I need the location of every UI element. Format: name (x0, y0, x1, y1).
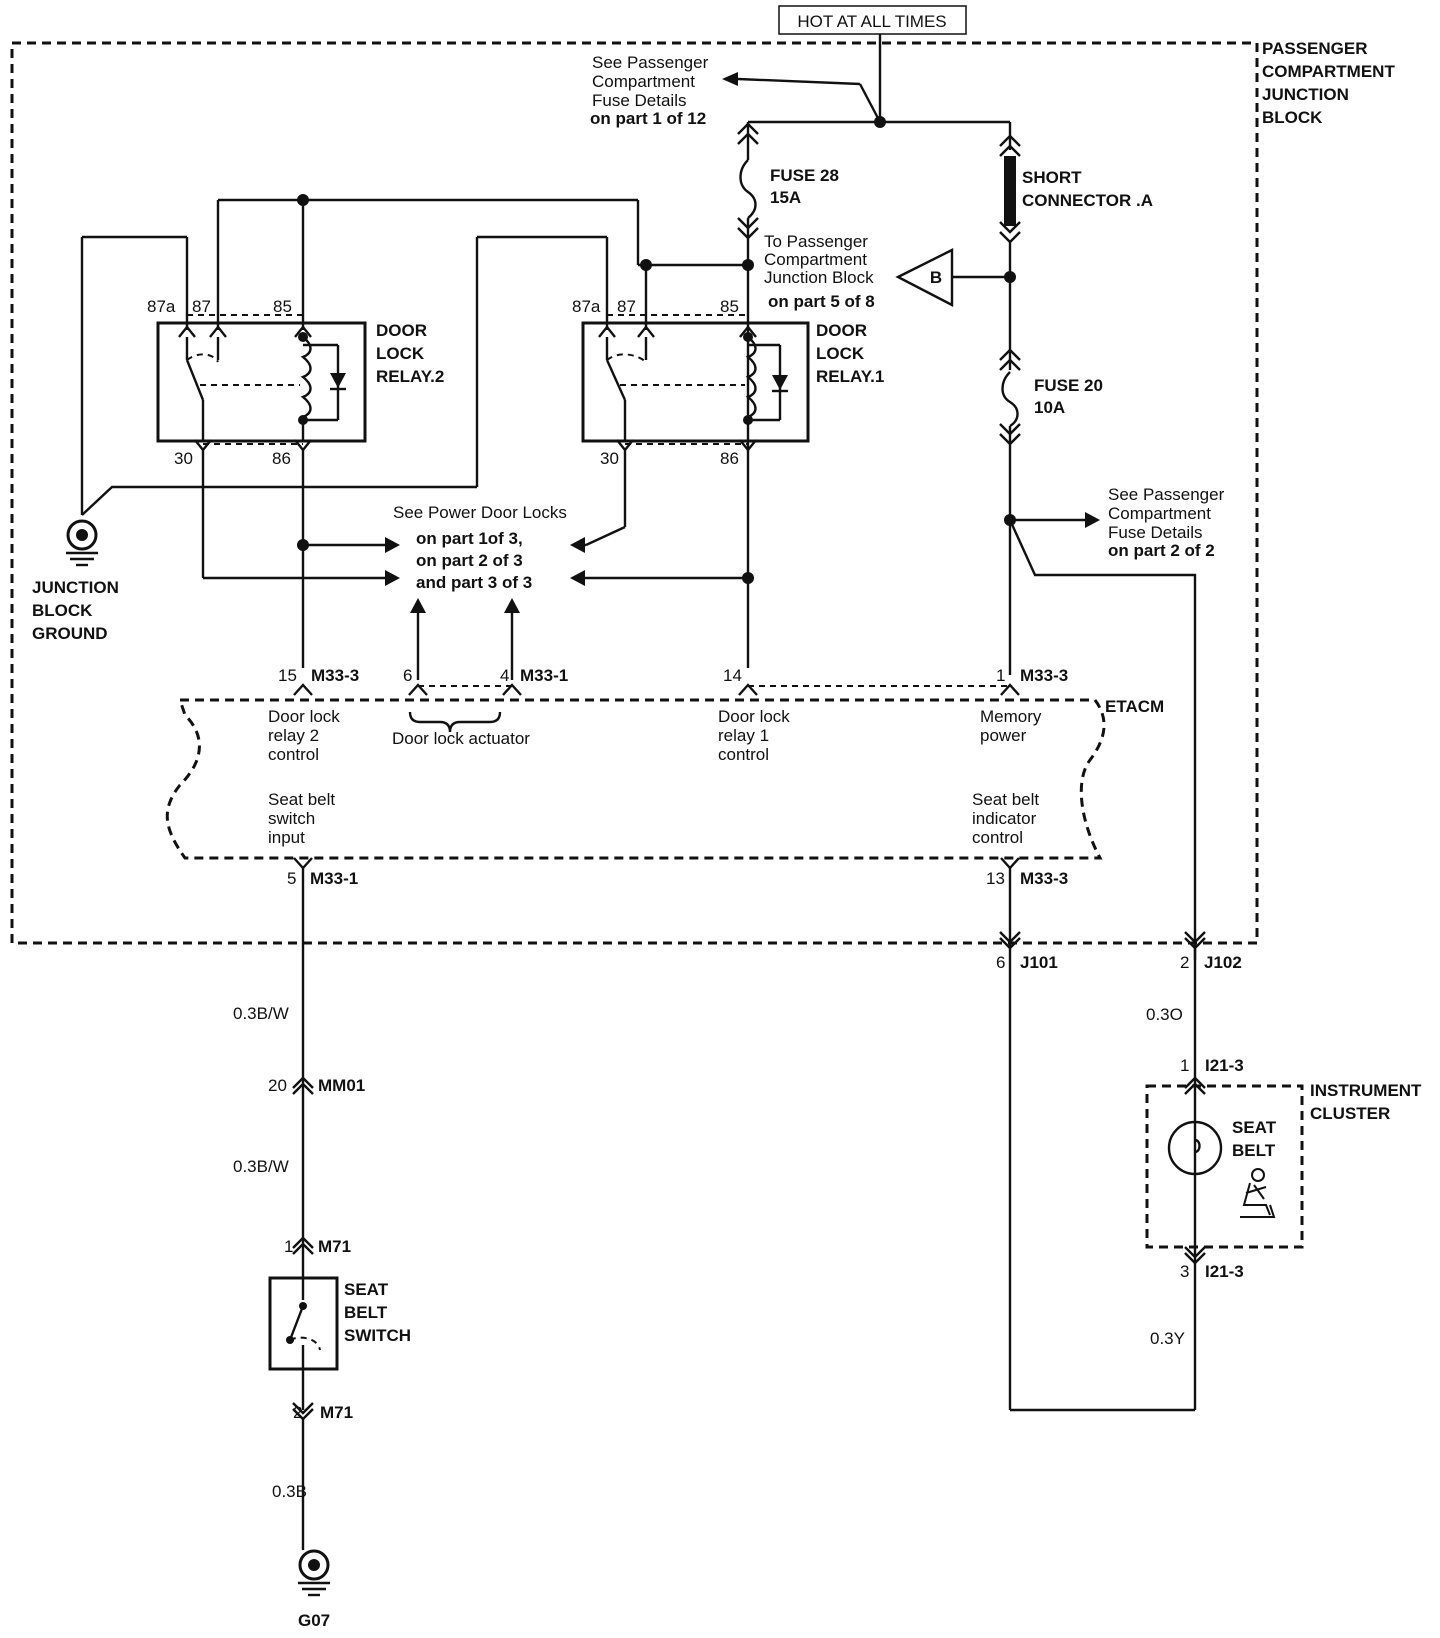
connector-b-label: B (930, 268, 942, 287)
conn-m33-1-b: M33-1 (310, 869, 358, 888)
g07-label: G07 (298, 1611, 330, 1630)
conn-pin-6-j101: 6 (996, 953, 1005, 972)
relay1-pin-30: 30 (600, 449, 619, 468)
conn-m33-1-a: M33-1 (520, 666, 568, 685)
see-fuse-details-1-part: on part 1 of 12 (590, 109, 706, 128)
conn-pin-14: 14 (723, 666, 742, 685)
conn-mm01: MM01 (318, 1076, 365, 1095)
relay1-pin-87: 87 (617, 297, 636, 316)
conn-pin-15: 15 (278, 666, 297, 685)
relay2-pin-85: 85 (273, 297, 292, 316)
conn-pin-2-m71: 2 (293, 1403, 302, 1422)
to-pcjb-part: on part 5 of 8 (768, 292, 875, 311)
conn-pin-2-j102: 2 (1180, 953, 1189, 972)
relay2-pin-30: 30 (174, 449, 193, 468)
conn-pin-4: 4 (500, 666, 509, 685)
relay2-pin-87: 87 (192, 297, 211, 316)
relay1-coil (745, 336, 757, 419)
conn-pin-5: 5 (287, 869, 296, 888)
g07-ground-icon (298, 1549, 330, 1581)
junction-block-ground-icon (66, 519, 98, 551)
hot-label-box (778, 5, 967, 35)
relay1-pin-85: 85 (720, 297, 739, 316)
etacm-outline (165, 698, 1106, 860)
etacm-label: ETACM (1105, 697, 1164, 716)
seat-belt-lamp-icon (1167, 1120, 1223, 1176)
conn-pin-1: 1 (996, 666, 1005, 685)
conn-pin-6: 6 (403, 666, 412, 685)
instrument-cluster (1145, 1084, 1304, 1249)
relay1-pin-86: 86 (720, 449, 739, 468)
conn-pin-20: 20 (268, 1076, 287, 1095)
relay2-pin-87a: 87a (147, 297, 176, 316)
relay2-coil (300, 336, 312, 419)
door-lock-relay-1 (581, 321, 810, 443)
conn-pin-13: 13 (986, 869, 1005, 888)
conn-m33-3-c: M33-3 (1020, 869, 1068, 888)
fuse-28-symbol (739, 159, 757, 219)
seat-belt-symbol-icon (1240, 1168, 1276, 1218)
conn-pin-1-i21: 1 (1180, 1056, 1189, 1075)
hot-label: HOT AT ALL TIMES (797, 12, 946, 31)
conn-m33-3-b: M33-3 (1020, 666, 1068, 685)
wire-0-3o: 0.3O (1146, 1005, 1183, 1024)
door-lock-relay-2 (156, 321, 367, 443)
see-power-door-locks: See Power Door Locks (393, 503, 567, 522)
conn-pin-3-i21: 3 (1180, 1262, 1189, 1281)
wire-0-3bw-2: 0.3B/W (233, 1157, 289, 1176)
fuse-20-symbol (1001, 371, 1019, 428)
conn-pin-1-m71: 1 (284, 1237, 293, 1256)
conn-i21-3-a: I21-3 (1205, 1056, 1244, 1075)
wire-0-3b: 0.3B (272, 1482, 307, 1501)
relay1-pin-87a: 87a (572, 297, 601, 316)
connector-b-triangle (895, 248, 954, 307)
see-fuse-details-2-part: on part 2 of 2 (1108, 541, 1215, 560)
conn-j102: J102 (1204, 953, 1242, 972)
conn-m33-3-a: M33-3 (311, 666, 359, 685)
junction-block-border (10, 41, 1259, 945)
conn-i21-3-b: I21-3 (1205, 1262, 1244, 1281)
conn-j101: J101 (1020, 953, 1058, 972)
short-connector-bar (1004, 156, 1016, 226)
wire-0-3y: 0.3Y (1150, 1329, 1185, 1348)
door-lock-actuator-label: Door lock actuator (392, 729, 530, 748)
conn-m71-b: M71 (320, 1403, 353, 1422)
conn-m71-a: M71 (318, 1237, 351, 1256)
relay2-pin-86: 86 (272, 449, 291, 468)
wire-0-3bw-1: 0.3B/W (233, 1004, 289, 1023)
door-lock-actuator-brace (408, 711, 502, 733)
